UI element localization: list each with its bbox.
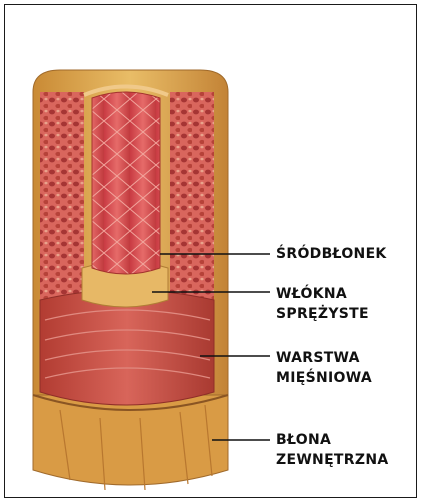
label-adventitia-line2: ZEWNĘTRZNA [276,450,388,470]
label-adventitia-line1: BŁONA [276,430,331,450]
label-elastic-fibers-line1: WŁÓKNA [276,284,347,304]
lumen-shape [84,87,168,275]
label-muscle-layer-line2: MIĘŚNIOWA [276,368,372,388]
label-elastic-fibers-line2: SPRĘŻYSTE [276,304,369,324]
label-endothelium: ŚRÓDBŁONEK [276,244,387,264]
label-muscle-layer-line1: WARSTWA [276,348,360,368]
